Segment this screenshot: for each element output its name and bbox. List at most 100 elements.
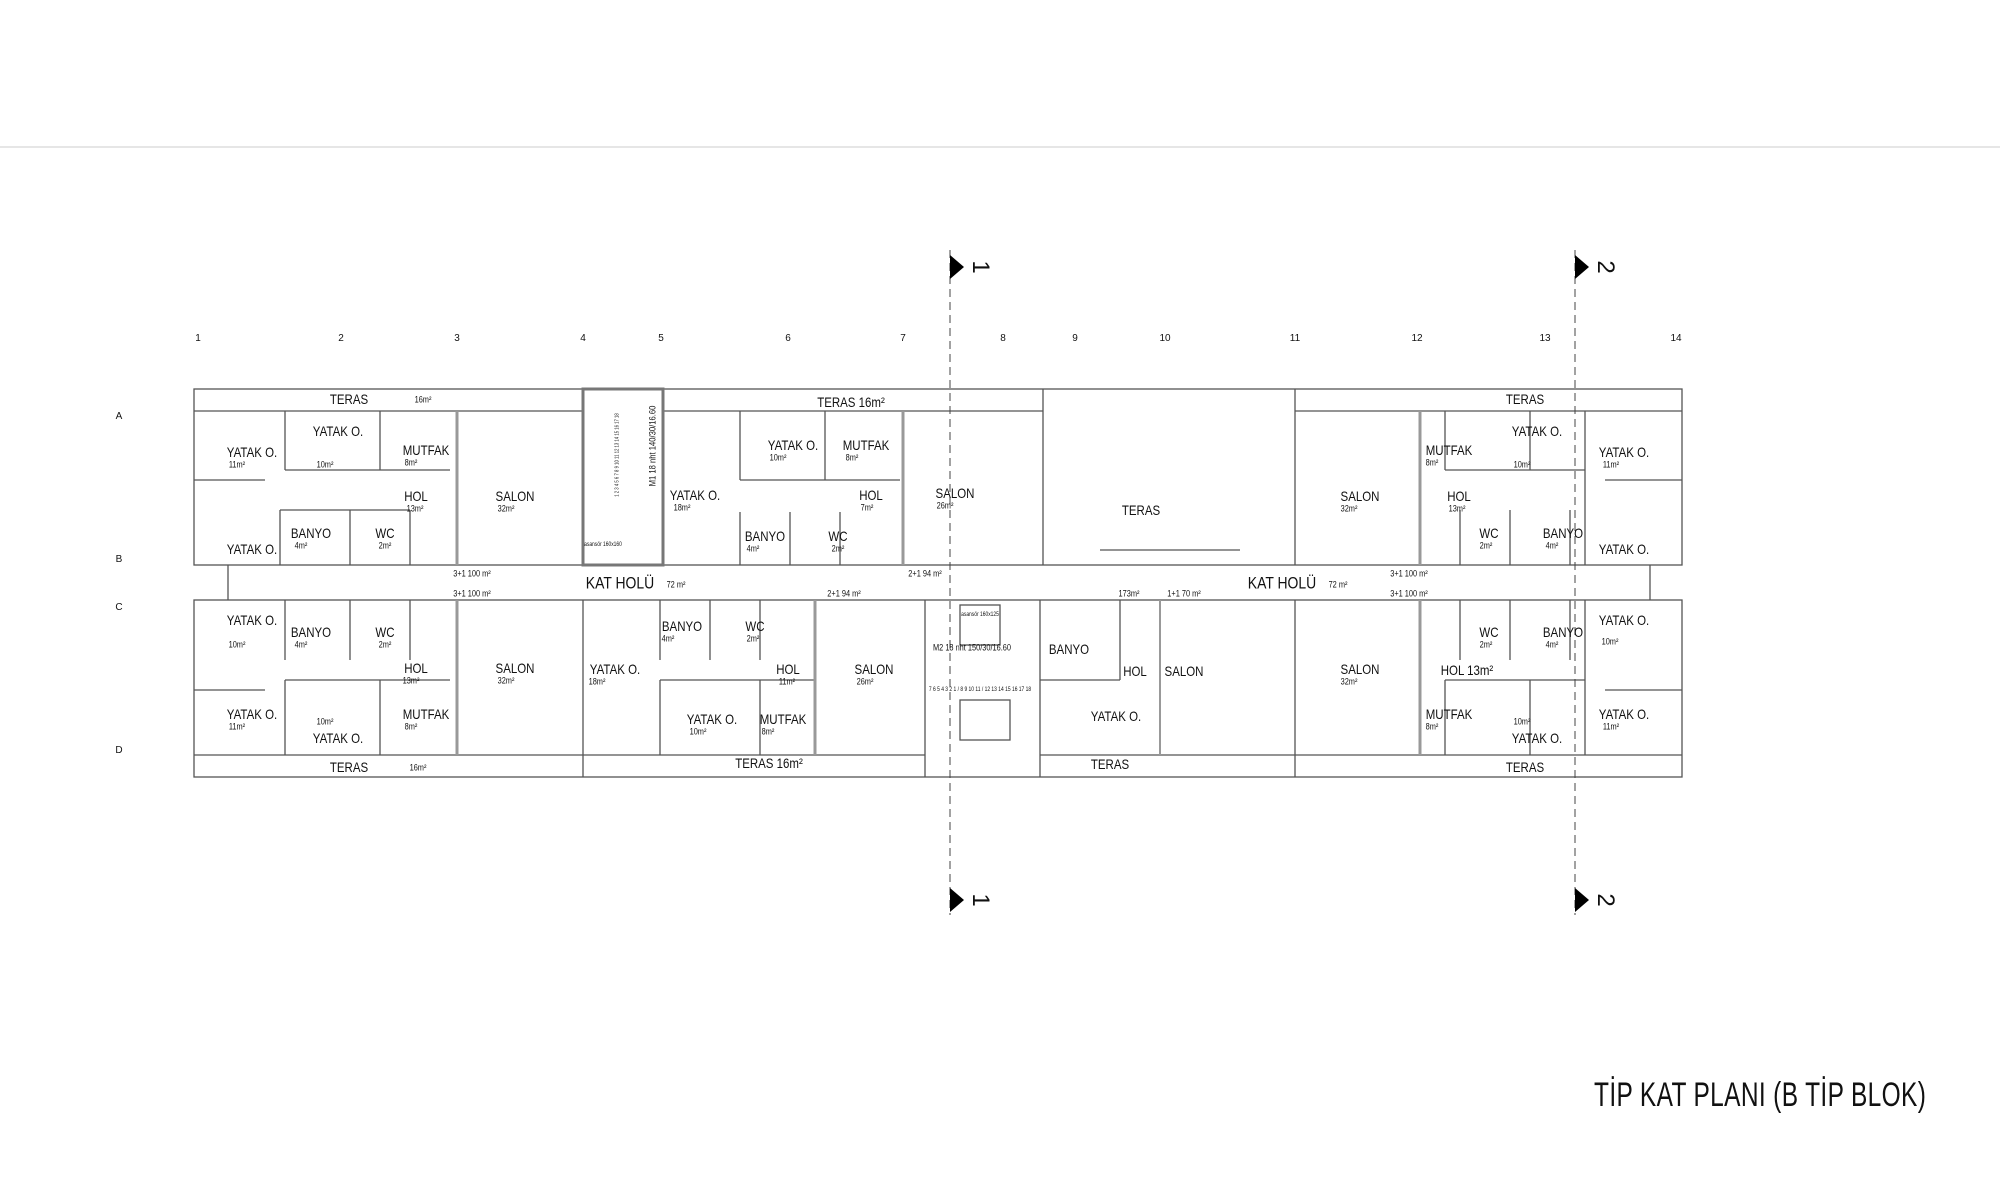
room-label-mutfak: MUTFAK [402, 442, 450, 458]
section-mark-1-top: 1 [967, 260, 994, 274]
room-label-salon: SALON [1340, 661, 1380, 677]
area-label: 4m² [661, 633, 675, 644]
room-label-teras-16m: TERAS 16m² [735, 755, 803, 771]
section-arrow-icon [1575, 888, 1589, 912]
room-label-salon: SALON [1340, 488, 1380, 504]
room-label-yatak-o: YATAK O. [1511, 730, 1563, 746]
room-label-teras: TERAS [1121, 502, 1161, 518]
area-label: 13m² [1448, 503, 1466, 514]
area-label: 32m² [1340, 676, 1358, 687]
grid-column-label: 1 [195, 333, 201, 344]
room-label-teras: TERAS [329, 759, 369, 775]
area-label: 7m² [860, 502, 874, 513]
section-arrow-icon [1575, 255, 1589, 279]
area-label: 8m² [404, 721, 418, 732]
room-label-wc: WC [1479, 525, 1499, 541]
elevator-1-label: asansör 160x160 [584, 542, 622, 548]
stair-m1-label: M1 18 nht 140/30/16.60 [647, 405, 658, 487]
room-label-hol: HOL [859, 487, 883, 503]
area-label: 11m² [1602, 459, 1620, 470]
room-label-teras: TERAS [1505, 759, 1545, 775]
area-label: 1+1 70 m² [1167, 588, 1201, 599]
grid-row-label: D [115, 745, 123, 756]
area-label: 26m² [936, 500, 954, 511]
room-label-yatak-o: YATAK O. [589, 661, 641, 677]
room-label-hol: HOL [404, 660, 428, 676]
area-label: 13m² [402, 675, 420, 686]
area-label: 10m² [228, 639, 246, 650]
area-label: 16m² [409, 762, 427, 773]
room-label-mutfak: MUTFAK [402, 706, 450, 722]
room-label-yatak-o: YATAK O. [1598, 706, 1650, 722]
room-label-yatak-o: YATAK O. [1511, 423, 1563, 439]
area-label: 72 m² [1328, 579, 1348, 590]
room-label-yatak-o: YATAK O. [226, 541, 278, 557]
area-label: 32m² [497, 503, 515, 514]
stair-m2-steps: 7 6 5 4 3 2 1 / 8 9 10 11 / 12 13 14 15 … [928, 687, 1032, 693]
area-label: 10m² [689, 726, 707, 737]
room-label-mutfak: MUTFAK [1425, 442, 1473, 458]
area-label: 4m² [1545, 540, 1559, 551]
area-label: 3+1 100 m² [453, 568, 491, 579]
area-label: 8m² [845, 452, 859, 463]
elevator-2-label: asansör 160x125 [961, 612, 999, 618]
area-label: 3+1 100 m² [1390, 568, 1428, 579]
section-arrows [950, 255, 1589, 912]
room-label-salon: SALON [495, 488, 535, 504]
room-label-banyo: BANYO [1048, 641, 1090, 657]
area-label: 2m² [1479, 540, 1493, 551]
room-label-salon: SALON [1164, 663, 1204, 679]
area-label: 13m² [406, 503, 424, 514]
room-label-wc: WC [828, 528, 848, 544]
area-label: 10m² [1513, 459, 1531, 470]
section-mark-1-bottom: 1 [967, 893, 994, 907]
room-label-banyo: BANYO [1542, 525, 1584, 541]
room-label-wc: WC [375, 624, 395, 640]
section-lines [949, 250, 1576, 915]
room-label-mutfak: MUTFAK [842, 437, 890, 453]
room-label-wc: WC [1479, 624, 1499, 640]
grid-column-label: 3 [454, 333, 460, 344]
area-label: 11m² [228, 721, 246, 732]
grid-row-label: B [115, 554, 123, 565]
room-label-yatak-o: YATAK O. [226, 612, 278, 628]
area-label: 2m² [1479, 639, 1493, 650]
area-label: 11m² [228, 459, 246, 470]
area-label: 10m² [316, 459, 334, 470]
walls [193, 387, 1683, 778]
room-label-yatak-o: YATAK O. [226, 444, 278, 460]
room-label-banyo: BANYO [290, 525, 332, 541]
area-label: 2m² [746, 633, 760, 644]
room-label-wc: WC [745, 618, 765, 634]
area-label: 72 m² [666, 579, 686, 590]
grid-column-label: 8 [1000, 333, 1006, 344]
area-label: 2+1 94 m² [827, 588, 861, 599]
grid-column-label: 14 [1670, 333, 1682, 344]
room-label-banyo: BANYO [290, 624, 332, 640]
section-mark-2-bottom: 2 [1592, 893, 1619, 907]
area-label: 16m² [414, 394, 432, 405]
grid-column-label: 6 [785, 333, 791, 344]
grid-column-label: 11 [1289, 333, 1301, 344]
stair-m1-steps: 1 2 3 4 5 6 7 8 9 10 11 12 13 14 15 16 1… [614, 413, 621, 497]
room-label-hol: HOL [1123, 663, 1147, 679]
room-label-teras: TERAS [1505, 391, 1545, 407]
room-label-banyo: BANYO [1542, 624, 1584, 640]
room-label-yatak-o: YATAK O. [1598, 612, 1650, 628]
room-label-salon: SALON [935, 485, 975, 501]
room-label-hol: HOL [1447, 488, 1471, 504]
room-label-teras: TERAS [329, 391, 369, 407]
room-label-teras: TERAS [1090, 756, 1130, 772]
grid-row-label: A [115, 411, 123, 422]
area-label: 32m² [497, 675, 515, 686]
room-label-yatak-o: YATAK O. [767, 437, 819, 453]
grid-column-label: 12 [1411, 333, 1423, 344]
area-label: 26m² [856, 676, 874, 687]
room-label-salon: SALON [495, 660, 535, 676]
room-label-kat-hol: KAT HOLÜ [1247, 573, 1317, 593]
area-label: 8m² [404, 457, 418, 468]
stair-m2-label: M2 18 nht 150/30/16.60 [933, 642, 1011, 653]
section-arrow-icon [950, 255, 964, 279]
